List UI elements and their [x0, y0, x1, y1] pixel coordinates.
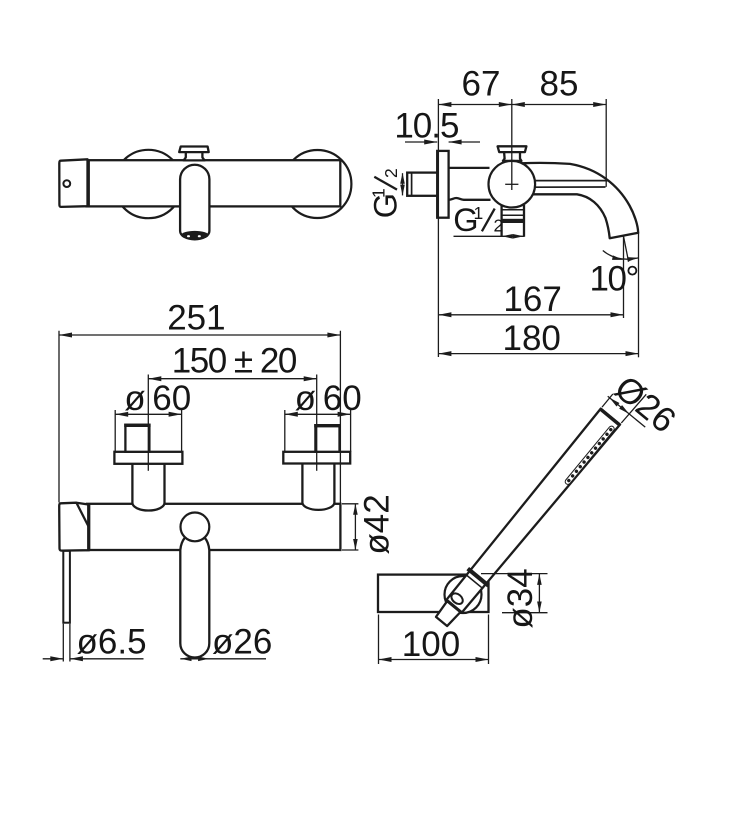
svg-text:2: 2: [494, 216, 504, 236]
svg-text:10.5: 10.5: [394, 106, 458, 145]
svg-text:1: 1: [474, 203, 484, 223]
svg-text:67: 67: [462, 65, 501, 104]
svg-text:60: 60: [323, 379, 362, 418]
svg-text:G: G: [368, 193, 404, 218]
svg-text:2: 2: [381, 168, 401, 178]
svg-text:251: 251: [167, 299, 225, 338]
svg-text:ø6.5: ø6.5: [77, 622, 147, 661]
svg-text:150 ± 20: 150 ± 20: [172, 341, 297, 380]
svg-text:G: G: [453, 202, 478, 238]
svg-text:180: 180: [502, 319, 560, 358]
svg-text:ø: ø: [124, 379, 145, 418]
svg-text:167: 167: [503, 280, 561, 319]
svg-text:100: 100: [402, 625, 460, 664]
svg-text:10°: 10°: [590, 260, 638, 299]
svg-text:ø42: ø42: [358, 494, 397, 554]
svg-text:ø: ø: [295, 379, 316, 418]
svg-text:ø34: ø34: [501, 568, 540, 628]
svg-text:ø26: ø26: [212, 622, 272, 661]
svg-text:85: 85: [540, 65, 579, 104]
svg-text:60: 60: [152, 379, 191, 418]
svg-text:1: 1: [369, 188, 389, 198]
